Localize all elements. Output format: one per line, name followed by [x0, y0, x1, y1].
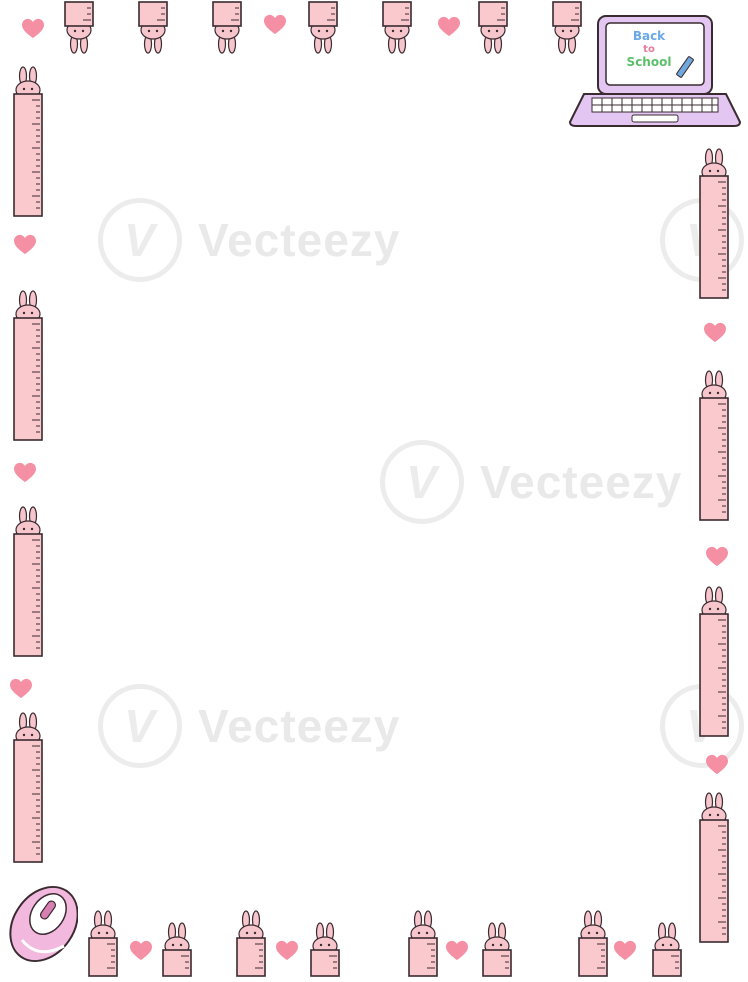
watermark-text: Vecteezy — [198, 700, 401, 752]
laptop-line-1: Back — [632, 29, 666, 43]
ruler-bunny-icon — [699, 586, 729, 738]
heart-icon — [22, 18, 44, 44]
ruler-bunny-icon — [212, 0, 242, 54]
laptop-line-2: to — [643, 44, 655, 55]
ruler-bunny-icon — [482, 922, 512, 978]
pencil-icon — [676, 56, 694, 78]
watermark: V Vecteezy — [98, 198, 400, 282]
ruler-bunny-icon — [13, 712, 43, 864]
ruler-bunny-icon — [88, 910, 118, 978]
heart-icon — [14, 234, 36, 260]
ruler-bunny-icon — [552, 0, 582, 54]
ruler-bunny-icon — [64, 0, 94, 54]
ruler-bunny-icon — [699, 370, 729, 522]
ruler-bunny-icon — [699, 792, 729, 944]
heart-icon — [10, 678, 32, 704]
ruler-bunny-icon — [578, 910, 608, 978]
ruler-bunny-icon — [382, 0, 412, 54]
ruler-bunny-icon — [308, 0, 338, 54]
watermark-logo: V — [380, 440, 464, 524]
heart-icon — [14, 462, 36, 488]
ruler-bunny-icon — [310, 922, 340, 978]
watermark-text: Vecteezy — [480, 456, 683, 508]
heart-icon — [438, 16, 460, 42]
heart-icon — [614, 940, 636, 966]
ruler-bunny-icon — [13, 506, 43, 658]
ruler-bunny-icon — [478, 0, 508, 54]
ruler-bunny-icon — [162, 922, 192, 978]
ruler-bunny-icon — [138, 0, 168, 54]
watermark: V Vecteezy — [98, 684, 400, 768]
heart-icon — [706, 754, 728, 780]
heart-icon — [704, 322, 726, 348]
watermark-logo: V — [98, 198, 182, 282]
ruler-bunny-icon — [13, 290, 43, 442]
watermark-logo: V — [98, 684, 182, 768]
heart-icon — [276, 940, 298, 966]
heart-icon — [706, 546, 728, 572]
laptop-screen-text: Back to School — [620, 30, 678, 69]
mouse-icon — [8, 880, 79, 970]
heart-icon — [130, 940, 152, 966]
laptop-icon: Back to School — [568, 12, 742, 130]
ruler-bunny-icon — [699, 148, 729, 300]
ruler-bunny-icon — [408, 910, 438, 978]
heart-icon — [446, 940, 468, 966]
ruler-bunny-icon — [13, 66, 43, 218]
heart-icon — [264, 14, 286, 40]
ruler-bunny-icon — [652, 922, 682, 978]
laptop-line-3: School — [626, 55, 672, 69]
watermark: V Vecteezy — [380, 440, 682, 524]
watermark-text: Vecteezy — [198, 214, 401, 266]
ruler-bunny-icon — [236, 910, 266, 978]
